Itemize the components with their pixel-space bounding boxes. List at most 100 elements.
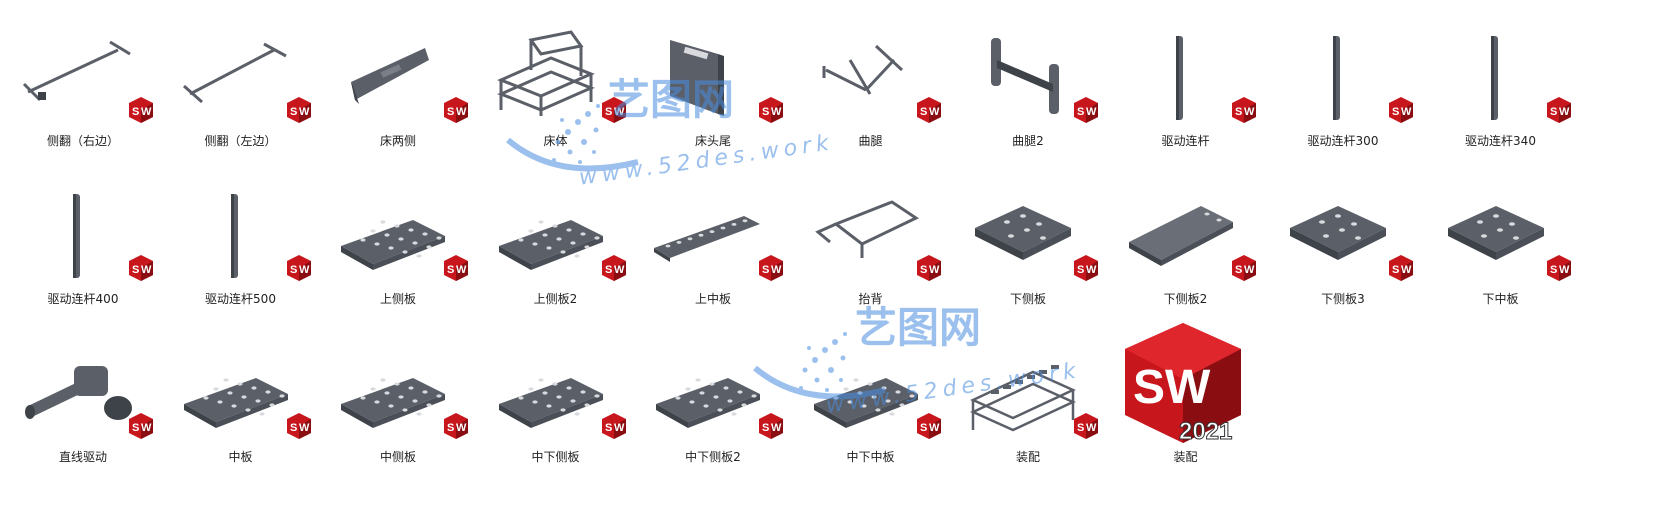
- solidworks-icon: S W: [286, 96, 312, 124]
- file-item[interactable]: S W 上侧板: [315, 158, 481, 316]
- solidworks-icon: S W: [601, 255, 626, 281]
- svg-text:W: W: [771, 422, 782, 434]
- solidworks-icon: S W: [286, 254, 312, 282]
- solidworks-icon: S W: [286, 255, 311, 281]
- solidworks-icon: S W: [1073, 96, 1099, 124]
- file-label: 上侧板: [379, 292, 416, 306]
- solidworks-icon: S W: [128, 96, 154, 124]
- svg-text:W: W: [456, 264, 467, 276]
- file-label: 床两侧: [379, 134, 416, 148]
- svg-text:S: S: [1392, 264, 1399, 276]
- solidworks-icon: S W: [601, 97, 626, 123]
- file-label: 中下侧板: [531, 450, 580, 464]
- solidworks-icon: S W: [1073, 254, 1099, 282]
- file-item[interactable]: S W 驱动连杆300: [1260, 0, 1426, 158]
- solidworks-icon: S W: [444, 413, 468, 439]
- file-item[interactable]: S W 直线驱动: [0, 316, 166, 474]
- solidworks-icon: S W: [1074, 255, 1098, 281]
- svg-text:W: W: [456, 106, 467, 118]
- solidworks-icon: S W: [601, 96, 627, 124]
- file-item[interactable]: S W 中下侧板2: [630, 316, 796, 474]
- svg-text:W: W: [1401, 106, 1412, 118]
- file-item[interactable]: SW 2021 装配: [1103, 316, 1269, 474]
- svg-text:W: W: [1086, 264, 1097, 276]
- solidworks-icon: S W: [1231, 96, 1257, 124]
- svg-text:S: S: [290, 106, 297, 118]
- svg-text:W: W: [771, 106, 782, 118]
- file-item[interactable]: S W 上侧板2: [473, 158, 639, 316]
- svg-text:W: W: [614, 264, 625, 276]
- side-flip-left-icon: [176, 30, 294, 120]
- solidworks-icon: S W: [1546, 254, 1572, 282]
- solidworks-icon: S W: [1074, 97, 1098, 123]
- file-item[interactable]: S W 床体: [473, 0, 639, 158]
- rod-icon: [1278, 30, 1396, 120]
- plate-holes-icon: [491, 188, 609, 278]
- svg-text:S: S: [920, 422, 927, 434]
- file-label: 床头尾: [694, 134, 731, 148]
- file-item[interactable]: S W 曲腿: [788, 0, 954, 158]
- solidworks-icon: S W: [129, 413, 153, 439]
- file-label: 驱动连杆300: [1307, 134, 1379, 148]
- solidworks-icon: S W: [759, 413, 783, 439]
- file-item[interactable]: S W 侧翻（左边）: [158, 0, 324, 158]
- file-item[interactable]: S W 中板: [158, 316, 324, 474]
- svg-text:S: S: [920, 264, 927, 276]
- file-item[interactable]: S W 中下中板: [788, 316, 954, 474]
- file-item[interactable]: S W 中下侧板: [473, 316, 639, 474]
- svg-text:S: S: [762, 106, 769, 118]
- file-item[interactable]: S W 下侧板: [945, 158, 1111, 316]
- solidworks-icon: S W: [1389, 255, 1413, 281]
- svg-text:W: W: [929, 422, 940, 434]
- solidworks-icon: S W: [443, 254, 469, 282]
- svg-text:S: S: [447, 264, 454, 276]
- solidworks-icon: S W: [1546, 255, 1571, 281]
- file-item[interactable]: S W 下侧板3: [1260, 158, 1426, 316]
- bed-head-icon: [648, 30, 766, 120]
- file-item[interactable]: S W 装配: [945, 316, 1111, 474]
- rod-icon: [176, 188, 294, 278]
- file-item[interactable]: S W 下中板: [1418, 158, 1584, 316]
- solidworks-icon: S W: [1231, 254, 1257, 282]
- svg-text:S: S: [605, 106, 612, 118]
- file-item[interactable]: S W 驱动连杆500: [158, 158, 324, 316]
- file-label: 侧翻（右边）: [46, 134, 119, 148]
- solidworks-icon: S W: [129, 255, 153, 281]
- file-label: 侧翻（左边）: [204, 134, 277, 148]
- plate-holes-icon: [176, 346, 294, 436]
- svg-text:W: W: [456, 422, 467, 434]
- file-item[interactable]: S W 中侧板: [315, 316, 481, 474]
- svg-text:S: S: [1077, 106, 1084, 118]
- svg-text:S: S: [1077, 422, 1084, 434]
- file-item[interactable]: S W 驱动连杆: [1103, 0, 1269, 158]
- svg-text:W: W: [614, 106, 625, 118]
- solidworks-icon: S W: [1388, 254, 1414, 282]
- solidworks-icon: S W: [286, 413, 311, 439]
- file-item[interactable]: S W 上中板: [630, 158, 796, 316]
- solidworks-icon: S W: [758, 96, 784, 124]
- file-item[interactable]: S W 侧翻（右边）: [0, 0, 166, 158]
- plate-holes-icon: [806, 346, 924, 436]
- svg-text:W: W: [1244, 106, 1255, 118]
- solidworks-icon: S W: [916, 413, 941, 439]
- file-item[interactable]: S W 下侧板2: [1103, 158, 1269, 316]
- svg-text:W: W: [141, 422, 152, 434]
- file-item[interactable]: S W 驱动连杆400: [0, 158, 166, 316]
- bed-side-icon: [333, 30, 451, 120]
- solidworks-icon: S W: [1546, 97, 1571, 123]
- svg-text:W: W: [1401, 264, 1412, 276]
- solidworks-icon: S W: [286, 97, 311, 123]
- solidworks-icon: S W: [916, 96, 942, 124]
- svg-text:W: W: [1244, 264, 1255, 276]
- file-item[interactable]: S W 抬背: [788, 158, 954, 316]
- svg-text:S: S: [132, 264, 139, 276]
- plate-narrow-icon: [648, 188, 766, 278]
- file-item[interactable]: S W 床两侧: [315, 0, 481, 158]
- file-item[interactable]: S W 曲腿2: [945, 0, 1111, 158]
- file-item[interactable]: S W 驱动连杆340: [1418, 0, 1584, 158]
- file-item[interactable]: S W 床头尾: [630, 0, 796, 158]
- solidworks-icon: S W: [444, 255, 468, 281]
- file-label: 装配: [1015, 450, 1040, 464]
- file-label: 床体: [543, 134, 568, 148]
- svg-text:W: W: [1086, 422, 1097, 434]
